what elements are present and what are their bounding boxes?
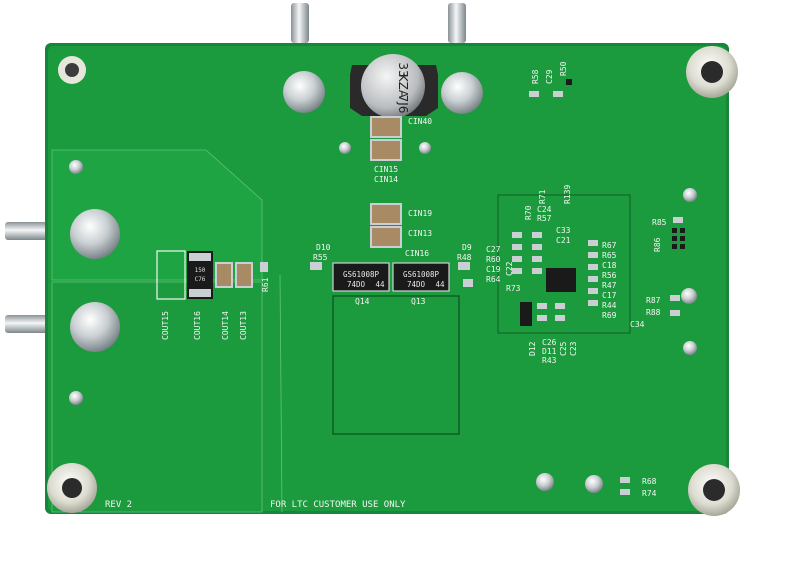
label-r67: R67 [602,241,617,250]
fet-q14: GS61008P 74DO 44 [332,262,390,292]
input-capacitors [370,116,402,248]
turret-pad [441,72,483,114]
q14-marking-3: 44 [375,280,385,289]
label-r86: R86 [653,237,662,252]
q14-marking-1: GS61008P [343,270,380,279]
label-c23: C23 [569,341,578,356]
diode-d12 [520,302,532,326]
mounting-hole-top-left [58,56,86,84]
cap-marking-3: 7J6 [396,95,410,114]
standoff-bottom-left [47,463,97,513]
label-cout13: COUT13 [239,311,248,340]
cap-marking-2: KZA [396,74,410,99]
label-c27: C27 [486,245,501,254]
cout-marking-2: C76 [195,276,206,283]
label-r56: R56 [602,271,617,280]
fet-q13: GS61008P 74DO 44 [392,262,450,292]
label-c33: C33 [556,226,571,235]
standoff-bottom-right [688,464,740,516]
label-cout14: COUT14 [221,311,230,340]
turret-pad [70,302,120,352]
q13-marking-1: GS61008P [403,270,440,279]
controller-ic [546,268,576,292]
label-c29: C29 [545,69,554,84]
q-keepout-outline [332,295,460,435]
label-r64: R64 [486,275,501,284]
label-cout16: COUT16 [193,311,202,340]
smd-parts [260,79,685,495]
output-capacitors: 150 C76 [156,250,253,300]
label-q13: Q13 [411,297,426,306]
label-r55: R55 [313,253,328,262]
label-r50: R50 [559,61,568,76]
label-c26: C26 [542,338,557,347]
label-r73: R73 [506,284,521,293]
label-c22: C22 [505,261,514,276]
pour-boundary [279,274,283,513]
label-cin40: CIN40 [408,117,432,126]
label-r87: R87 [646,296,661,305]
label-c34: C34 [630,320,645,329]
label-cout15: COUT15 [161,311,170,340]
cout-marking-1: 150 [195,267,206,274]
q13-marking-3: 44 [435,280,445,289]
cap-marking-1: 33 [396,62,410,77]
label-r44: R44 [602,301,617,310]
board-footer-text: FOR LTC CUSTOMER USE ONLY [270,500,406,510]
turret-pad [70,209,120,259]
controller-outline [497,194,631,334]
label-r69: R69 [602,311,617,320]
label-c17: C17 [602,291,617,300]
label-c25: C25 [559,341,568,356]
label-r58: R58 [531,69,540,84]
label-r71: R71 [538,189,547,204]
label-r139: R139 [563,185,572,204]
label-cin19: CIN19 [408,209,432,218]
turret-post [5,222,50,240]
label-d9: D9 [462,243,472,252]
label-d10: D10 [316,243,331,252]
turret-post [5,315,50,333]
test-pads [69,142,697,493]
label-r47: R47 [602,281,617,290]
label-c18: C18 [602,261,617,270]
label-cin14: CIN14 [374,175,398,184]
label-d12: D12 [528,341,537,356]
q14-marking-2: 74DO [347,280,366,289]
label-cin16: CIN16 [405,249,429,258]
label-c21: C21 [556,236,571,245]
label-r88: R88 [646,308,661,317]
standoff-top-right [686,46,738,98]
q13-marking-2: 74DO [407,280,426,289]
label-d11: D11 [542,347,557,356]
board-revision: REV 2 [105,500,132,510]
label-r43: R43 [542,356,557,365]
label-r70: R70 [524,205,533,220]
label-r61: R61 [261,277,270,292]
turret-post [291,3,309,43]
label-r85: R85 [652,218,667,227]
label-cin15: CIN15 [374,165,398,174]
label-r65: R65 [602,251,617,260]
turret-post [448,3,466,43]
label-q14: Q14 [355,297,370,306]
label-cin13: CIN13 [408,229,432,238]
electrolytic-capacitor: 33 KZA 7J6 [350,54,438,118]
label-r60: R60 [486,255,501,264]
label-r57: R57 [537,214,552,223]
label-r74: R74 [642,489,657,498]
label-r48: R48 [457,253,472,262]
label-r68: R68 [642,477,657,486]
label-c19: C19 [486,265,501,274]
turret-pad [283,71,325,113]
label-c24: C24 [537,205,552,214]
